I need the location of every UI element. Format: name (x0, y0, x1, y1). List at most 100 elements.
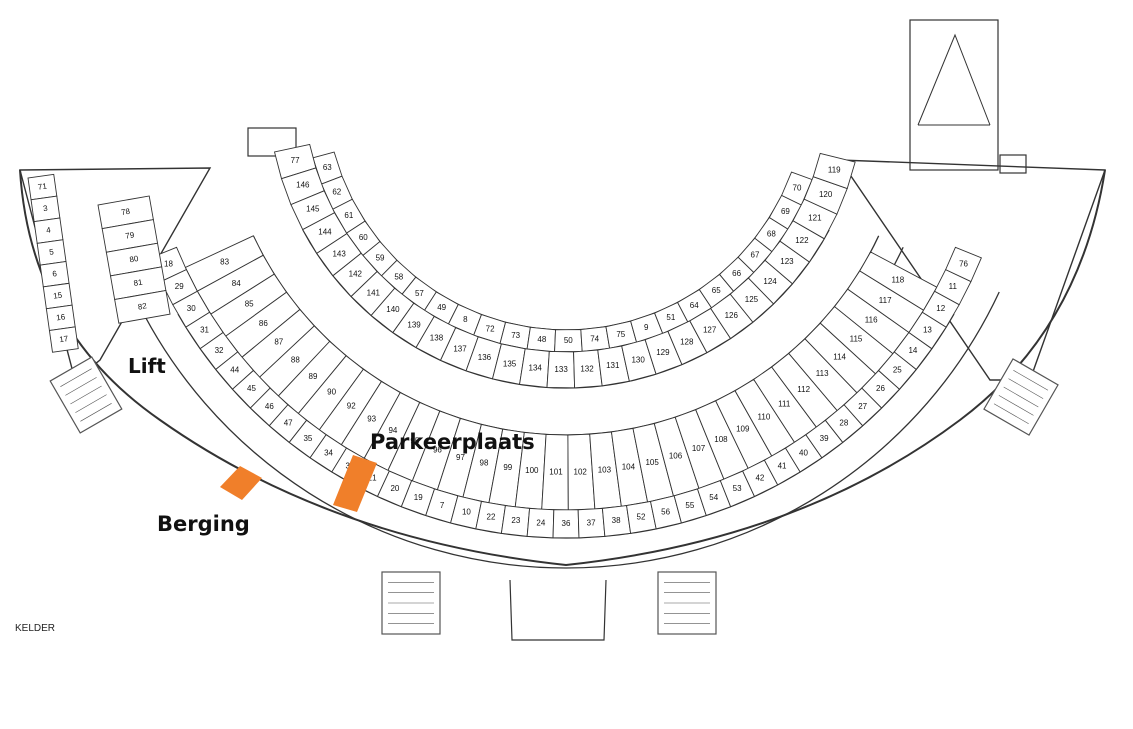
unit-number: 62 (332, 187, 341, 196)
unit-number: 109 (736, 424, 750, 433)
unit-number: 37 (587, 518, 596, 527)
unit-number: 5 (49, 247, 55, 257)
unit-82 (114, 289, 171, 324)
unit-number: 18 (164, 259, 173, 268)
unit-number: 95 (410, 436, 419, 445)
unit-number: 125 (745, 295, 759, 304)
unit-number: 140 (386, 305, 400, 314)
unit-number: 108 (714, 435, 728, 444)
parkeerplaats-highlight (333, 455, 377, 512)
unit-number: 98 (480, 459, 489, 468)
unit-number: 106 (669, 452, 683, 461)
unit-number: 63 (323, 163, 332, 172)
unit-number: 102 (574, 467, 588, 476)
unit-number: 38 (612, 516, 621, 525)
unit-number: 30 (187, 304, 196, 313)
unit-number: 17 (59, 334, 70, 344)
unit-number: 75 (616, 330, 625, 339)
unit-number: 80 (129, 254, 140, 265)
unit-number: 42 (755, 473, 764, 482)
unit-number: 34 (324, 448, 333, 457)
unit-number: 67 (751, 250, 760, 259)
unit-number: 93 (367, 415, 376, 424)
unit-number: 31 (200, 325, 209, 334)
unit-number: 15 (53, 290, 64, 300)
unit-number: 104 (622, 462, 636, 471)
unit-number: 54 (709, 493, 718, 502)
unit-number: 128 (680, 338, 694, 347)
unit-number: 24 (536, 518, 545, 527)
stair-top-left (247, 127, 297, 157)
unit-number: 48 (537, 335, 546, 344)
unit-number: 110 (758, 412, 771, 421)
unit-number: 4 (46, 225, 52, 235)
unit-number: 118 (891, 275, 904, 284)
unit-number: 45 (247, 384, 256, 393)
unit-number: 70 (793, 183, 802, 192)
unit-number: 32 (215, 346, 224, 355)
unit-number: 23 (511, 516, 520, 525)
unit-number: 142 (349, 270, 363, 279)
unit-number: 144 (318, 228, 332, 237)
unit-number: 138 (430, 333, 444, 342)
stair-tower (983, 358, 1059, 436)
unit-number: 36 (562, 519, 571, 528)
unit-number: 13 (923, 325, 932, 334)
unit-number: 59 (376, 254, 385, 263)
unit-number: 97 (456, 453, 465, 462)
unit-number: 90 (327, 387, 336, 396)
unit-number: 16 (56, 312, 67, 322)
unit-number: 141 (367, 288, 381, 297)
unit-number: 139 (407, 320, 421, 329)
unit-number: 112 (797, 385, 810, 394)
unit-number: 132 (580, 364, 594, 373)
unit-number: 84 (232, 279, 241, 288)
unit-number: 29 (175, 282, 184, 291)
unit-119 (812, 152, 856, 190)
unit-number: 25 (893, 365, 902, 374)
unit-number: 57 (415, 289, 424, 298)
unit-76 (945, 246, 982, 283)
unit-number: 73 (511, 331, 520, 340)
unit-number: 101 (549, 467, 563, 476)
unit-number: 77 (291, 156, 300, 165)
unit-number: 121 (808, 213, 822, 222)
unit-number: 44 (230, 365, 239, 374)
unit-number: 127 (703, 325, 717, 334)
unit-number: 89 (309, 372, 318, 381)
unit-number: 116 (865, 316, 878, 325)
unit-number: 103 (598, 466, 612, 475)
unit-number: 8 (463, 315, 468, 324)
unit-number: 117 (879, 296, 892, 305)
unit-number: 120 (819, 190, 833, 199)
unit-number: 28 (839, 419, 848, 428)
unit-number: 119 (828, 165, 841, 174)
parkeerplaats-label: Parkeerplaats (370, 430, 535, 454)
unit-number: 68 (767, 229, 776, 238)
unit-number: 22 (487, 513, 496, 522)
unit-number: 65 (712, 286, 721, 295)
unit-number: 115 (850, 335, 863, 344)
lift-label: Lift (128, 354, 166, 378)
unit-number: 86 (259, 319, 268, 328)
unit-number: 11 (949, 282, 958, 291)
unit-number: 136 (478, 353, 492, 362)
unit-number: 7 (440, 501, 445, 510)
unit-number: 126 (725, 311, 739, 320)
unit-number: 58 (394, 272, 403, 281)
unit-number: 83 (220, 258, 229, 267)
unit-number: 100 (525, 466, 539, 475)
unit-number: 71 (37, 182, 48, 192)
unit-number: 78 (120, 207, 131, 218)
unit-number: 46 (265, 402, 274, 411)
unit-number: 51 (666, 313, 675, 322)
kelder-label: KELDER (15, 623, 56, 634)
unit-number: 79 (125, 230, 136, 241)
unit-number: 40 (799, 448, 808, 457)
unit-number: 56 (661, 508, 670, 517)
unit-number: 53 (733, 484, 742, 493)
unit-number: 114 (833, 352, 846, 361)
stair-top-right (999, 154, 1027, 174)
unit-number: 105 (645, 458, 659, 467)
